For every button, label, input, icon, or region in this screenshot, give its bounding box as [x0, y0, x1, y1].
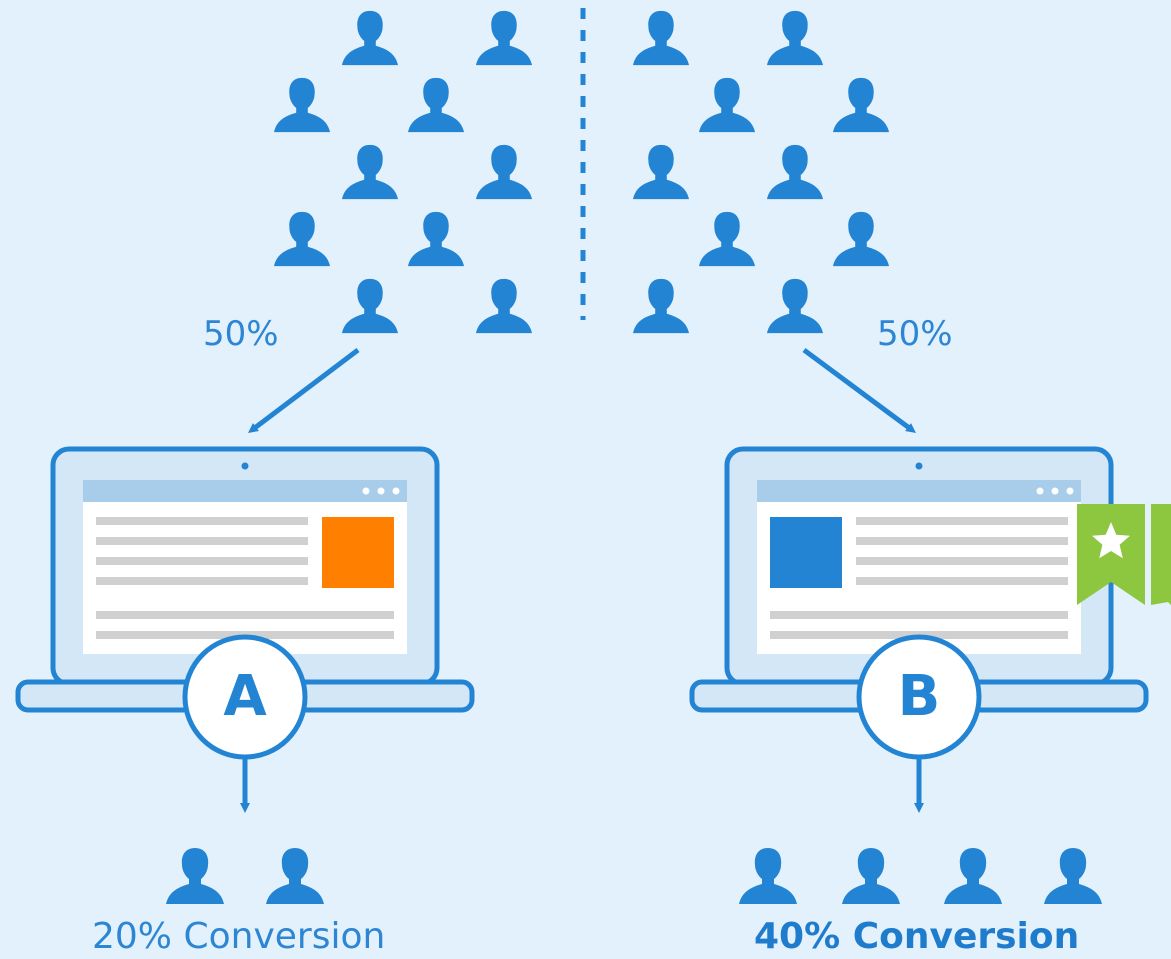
text-line — [96, 577, 308, 585]
person-icon — [273, 77, 331, 133]
person-icon — [739, 848, 797, 904]
person-icon — [166, 848, 224, 904]
person-icon — [698, 211, 756, 267]
laptop-b — [689, 446, 1149, 813]
laptop-b-browser-bar — [757, 480, 1081, 502]
text-line — [856, 517, 1068, 525]
person-icon — [632, 10, 690, 66]
text-line — [96, 517, 308, 525]
left-audience-group — [273, 10, 533, 334]
arrow-to-variant-a — [248, 348, 360, 434]
right-split-percent: 50% — [877, 314, 953, 354]
person-icon — [475, 144, 533, 200]
converted-users-a — [166, 848, 324, 904]
variant-a-label: A — [223, 664, 267, 729]
text-line — [770, 611, 1068, 619]
person-icon — [341, 10, 399, 66]
person-icon — [766, 278, 824, 334]
blue-image-block — [770, 517, 842, 588]
text-line — [856, 577, 1068, 585]
person-icon — [832, 77, 890, 133]
person-icon — [407, 77, 465, 133]
person-icon — [698, 77, 756, 133]
person-icon — [632, 144, 690, 200]
laptop-b-camera — [915, 462, 923, 470]
person-icon — [266, 848, 324, 904]
person-icon — [341, 144, 399, 200]
variant-a-badge — [182, 634, 308, 760]
text-line — [856, 557, 1068, 565]
person-icon — [944, 848, 1002, 904]
variant-b-conversion: 40% Conversion — [754, 916, 1080, 957]
person-icon — [407, 211, 465, 267]
variant-b-label: B — [897, 664, 941, 729]
laptop-a-browser-bar — [83, 480, 407, 502]
person-icon — [766, 10, 824, 66]
text-line — [856, 537, 1068, 545]
text-line — [96, 557, 308, 565]
person-icon — [842, 848, 900, 904]
person-icon — [1044, 848, 1102, 904]
text-line — [96, 611, 394, 619]
person-icon — [341, 278, 399, 334]
person-icon — [766, 144, 824, 200]
person-icon — [273, 211, 331, 267]
person-icon — [832, 211, 890, 267]
converted-users-b — [739, 848, 1102, 904]
variant-b-badge — [856, 634, 982, 760]
left-split-percent: 50% — [203, 314, 279, 354]
arrow-to-variant-b — [802, 347, 917, 433]
right-audience-group — [632, 10, 890, 334]
orange-image-block — [322, 517, 394, 588]
laptop-a — [15, 446, 475, 813]
laptop-a-camera — [241, 462, 249, 470]
person-icon — [475, 278, 533, 334]
person-icon — [632, 278, 690, 334]
ribbon-star-icon — [1077, 504, 1171, 605]
person-icon — [475, 10, 533, 66]
variant-a-conversion: 20% Conversion — [92, 916, 386, 957]
text-line — [96, 537, 308, 545]
